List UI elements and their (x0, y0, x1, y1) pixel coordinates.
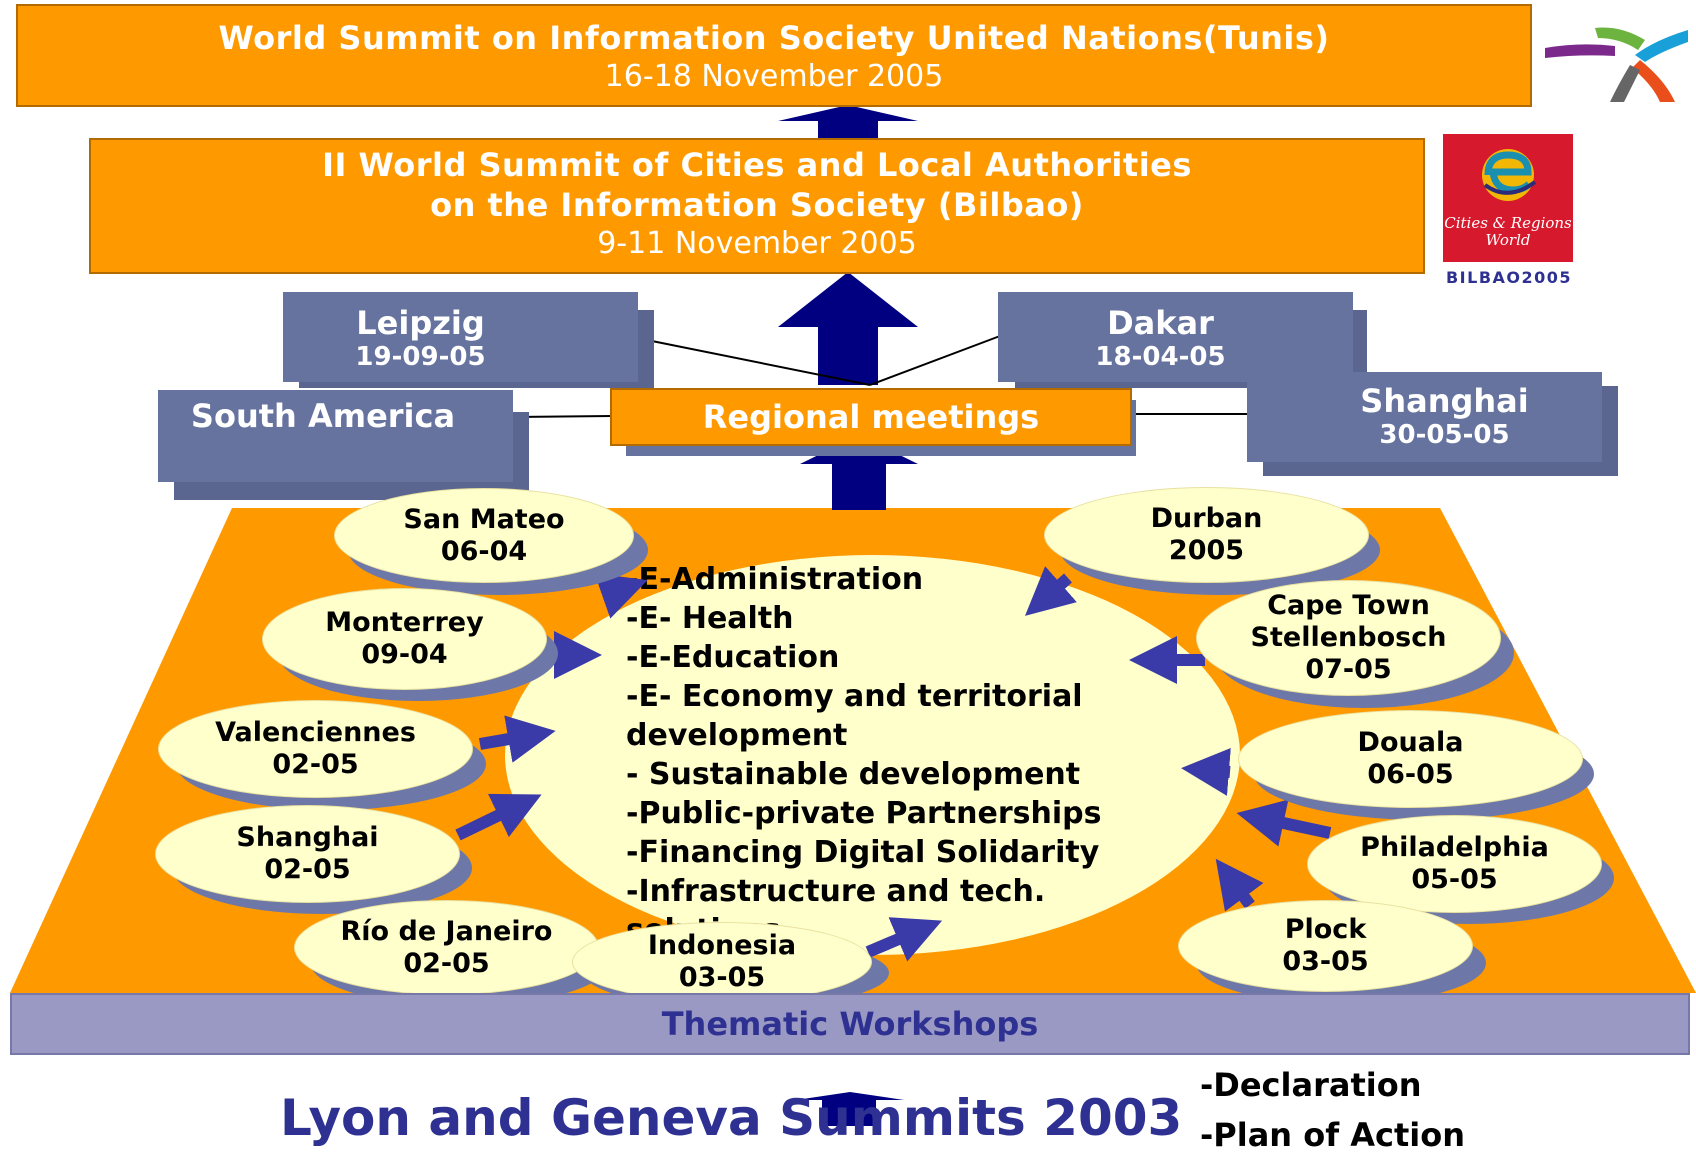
shanghai-ws-name: Shanghai (236, 822, 379, 853)
plock-ellipse: Plock 03-05 (1178, 900, 1473, 992)
douala-name: Douala (1357, 727, 1464, 758)
durban-date: 2005 (1168, 535, 1245, 566)
valenciennes-ellipse: Valenciennes 02-05 (158, 700, 473, 798)
wsis-date: 16-18 November 2005 (604, 59, 944, 94)
shanghai-ws-date: 02-05 (264, 854, 351, 885)
thematic-workshops-label: Thematic Workshops (661, 1005, 1039, 1043)
plock-date: 03-05 (1282, 946, 1369, 977)
philadelphia-date: 05-05 (1411, 864, 1498, 895)
leipzig-date: 19-09-05 (355, 342, 486, 372)
durban-ellipse: Durban 2005 (1044, 487, 1369, 583)
shanghai-regional-date: 30-05-05 (1379, 420, 1510, 450)
dakar-date: 18-04-05 (1095, 342, 1226, 372)
monterrey-name: Monterrey (325, 607, 484, 638)
indonesia-ellipse: Indonesia 03-05 (572, 922, 872, 1002)
south-america-box: South America (158, 390, 513, 482)
topic-item: - Sustainable development (626, 757, 1081, 792)
wsis-tunis-box: World Summit on Information Society Unit… (16, 4, 1532, 107)
cape-town-name2: Stellenbosch (1250, 622, 1447, 653)
outcome-item: -Plan of Action (1200, 1116, 1466, 1154)
thematic-workshops-bar: Thematic Workshops (10, 993, 1690, 1055)
dakar-name: Dakar (1107, 304, 1214, 342)
san-mateo-name: San Mateo (403, 503, 565, 535)
e-swirl-icon (1482, 149, 1537, 201)
cape-town-name1: Cape Town (1267, 590, 1430, 621)
topic-item: -E- Economy and territorial development (626, 679, 1083, 753)
leipzig-box: Leipzig 19-09-05 (283, 292, 638, 382)
regional-meetings-box: Regional meetings (610, 388, 1132, 446)
durban-name: Durban (1150, 503, 1263, 534)
rio-ellipse: Río de Janeiro 02-05 (294, 900, 599, 995)
outcome-item: -Declaration (1200, 1066, 1422, 1104)
plock-name: Plock (1284, 914, 1367, 945)
rio-date: 02-05 (403, 947, 490, 979)
lyon-geneva-title: Lyon and Geneva Summits 2003 (280, 1089, 1183, 1147)
topic-item: -Financing Digital Solidarity (626, 835, 1100, 870)
douala-date: 06-05 (1367, 759, 1454, 790)
topic-item: -E-Administration (626, 562, 924, 597)
regional-meetings-label: Regional meetings (702, 398, 1040, 436)
bilbao-title-line2: on the Information Society (Bilbao) (430, 186, 1084, 224)
douala-ellipse: Douala 06-05 (1238, 710, 1583, 808)
indonesia-name: Indonesia (647, 930, 797, 961)
topic-item: -Public-private Partnerships (626, 796, 1102, 831)
wsis-logo-icon (1545, 27, 1688, 102)
bilbao-date: 9-11 November 2005 (597, 226, 917, 261)
cape-town-ellipse: Cape Town Stellenbosch 07-05 (1196, 580, 1501, 696)
topic-item: -E- Health (626, 601, 794, 636)
logo-footer: BILBAO2005 (1445, 268, 1573, 287)
bilbao-title-line1: II World Summit of Cities and Local Auth… (322, 146, 1192, 184)
dakar-box: Dakar 18-04-05 (998, 292, 1353, 382)
philadelphia-ellipse: Philadelphia 05-05 (1307, 815, 1602, 913)
monterrey-ellipse: Monterrey 09-04 (262, 588, 547, 690)
logo-line1: Cities & Regions (1444, 214, 1572, 232)
shanghai-regional-box: Shanghai 30-05-05 (1247, 372, 1602, 462)
san-mateo-date: 06-04 (440, 535, 528, 567)
summit-outcomes: -Declaration -Plan of Action (1200, 1060, 1465, 1160)
cape-town-date: 07-05 (1305, 654, 1392, 685)
leipzig-name: Leipzig (356, 304, 485, 342)
topic-item: -E-Education (626, 640, 840, 675)
shanghai-ws-ellipse: Shanghai 02-05 (155, 805, 460, 903)
indonesia-date: 03-05 (678, 962, 766, 993)
monterrey-date: 09-04 (361, 639, 448, 670)
bilbao-summit-box: II World Summit of Cities and Local Auth… (89, 138, 1425, 274)
rio-name: Río de Janeiro (340, 915, 553, 947)
shanghai-regional-name: Shanghai (1360, 382, 1529, 420)
cities-regions-logo: Cities & Regions World (1443, 134, 1573, 262)
logo-line2: World (1485, 231, 1531, 249)
wsis-title: World Summit on Information Society Unit… (218, 19, 1330, 57)
valenciennes-date: 02-05 (272, 749, 359, 780)
south-america-name: South America (190, 397, 456, 435)
valenciennes-name: Valenciennes (215, 717, 416, 748)
philadelphia-name: Philadelphia (1360, 832, 1549, 863)
san-mateo-ellipse: San Mateo 06-04 (334, 488, 634, 583)
topics-ellipse (505, 555, 1240, 955)
